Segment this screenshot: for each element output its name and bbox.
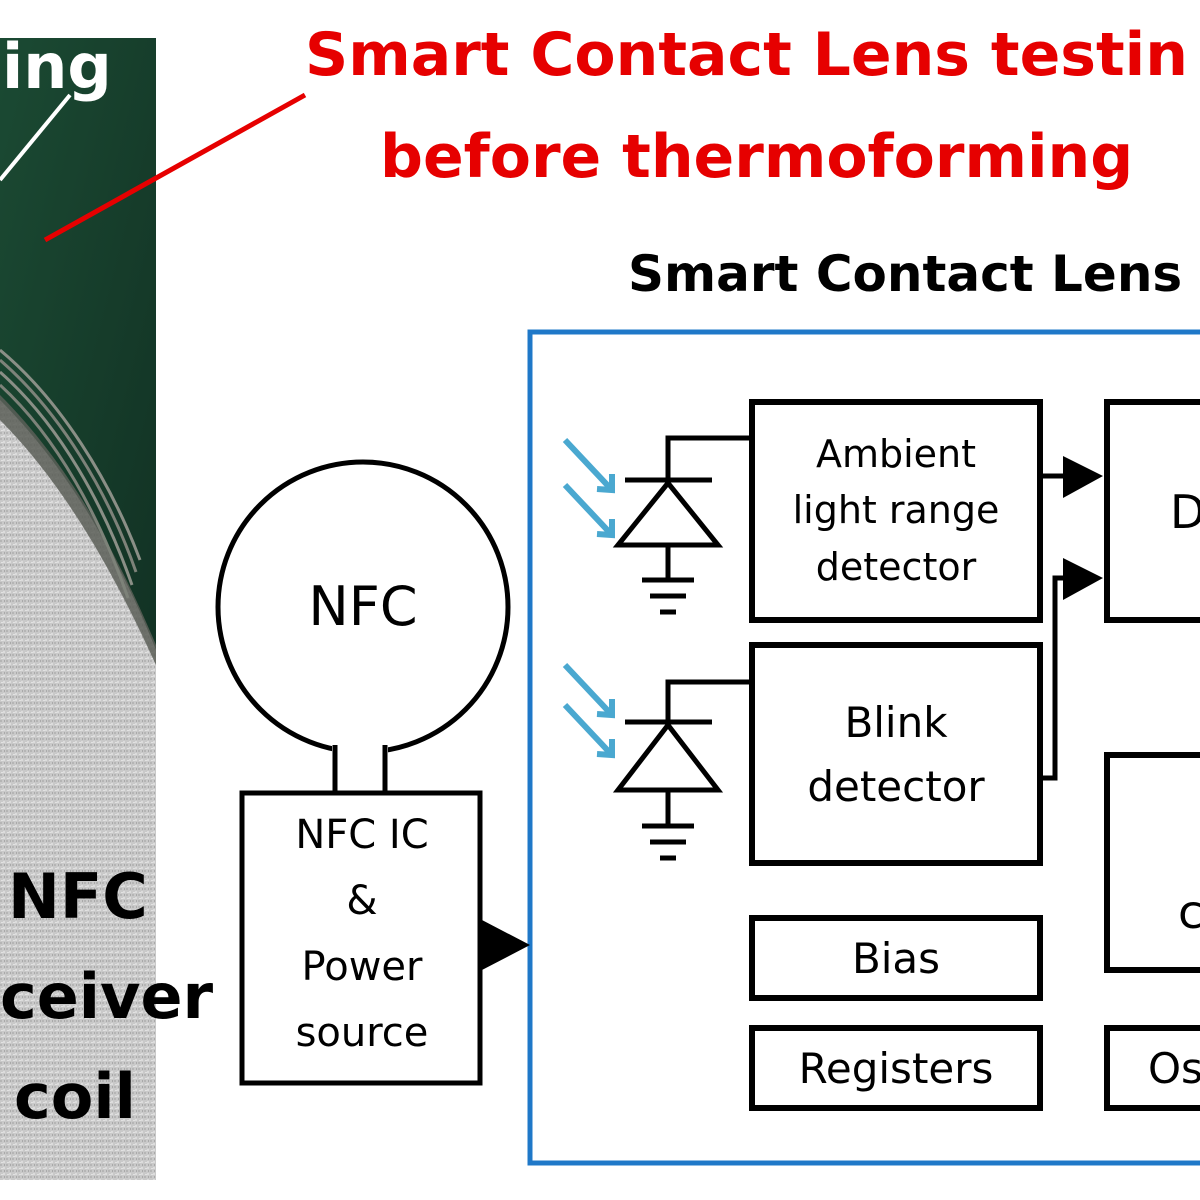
light-arrow-icon bbox=[562, 482, 615, 538]
photodiode-wire bbox=[665, 435, 752, 480]
smart-lens-frame bbox=[527, 329, 1200, 1166]
light-arrow-icon bbox=[562, 662, 615, 718]
photo-green-region bbox=[0, 38, 156, 650]
ambient-line-1: Ambient bbox=[815, 432, 977, 476]
nfc-ic-line-4: source bbox=[295, 1010, 429, 1056]
registers-label: Registers bbox=[798, 1044, 994, 1093]
nfc-ic-line-2: & bbox=[346, 878, 378, 924]
blink-line-1: Blink bbox=[844, 698, 948, 747]
bias-label: Bias bbox=[851, 934, 941, 983]
photo-coil-wire bbox=[0, 383, 130, 599]
nfc-ic-box bbox=[239, 790, 483, 1086]
light-arrow-head bbox=[596, 699, 615, 719]
annotation-line-2: before thermoforming bbox=[380, 122, 1134, 192]
annotation-pointer bbox=[43, 92, 307, 243]
nfc-ic-arrow bbox=[482, 920, 530, 970]
photo-coil-wire bbox=[0, 348, 142, 561]
photo-nfc-label: NFC bbox=[8, 860, 148, 933]
blink-line-2: detector bbox=[807, 762, 985, 811]
partial-block-middle-label: c bbox=[1178, 885, 1200, 939]
ambient-line-3: detector bbox=[815, 545, 977, 589]
partial-block-bottom bbox=[1104, 1025, 1200, 1111]
nfc-coil bbox=[215, 459, 511, 792]
annotation-line-1: Smart Contact Lens testin bbox=[305, 20, 1188, 90]
partial-block-middle bbox=[1104, 752, 1200, 973]
ambient-line-2: light range bbox=[792, 488, 1000, 532]
nfc-coil-label: NFC bbox=[308, 575, 418, 638]
blink-arrow bbox=[1063, 558, 1103, 600]
registers-box bbox=[749, 1025, 1043, 1111]
photodiode-blink bbox=[562, 662, 752, 861]
ambient-detector-box bbox=[749, 399, 1043, 623]
nfc-coil-gap bbox=[332, 742, 388, 772]
photo-receiver-label: ceiver bbox=[0, 960, 214, 1033]
partial-block-bottom-label: Os bbox=[1148, 1044, 1200, 1093]
photo-panel bbox=[0, 38, 156, 1180]
light-arrow-head bbox=[596, 474, 615, 494]
ambient-arrow bbox=[1063, 456, 1103, 498]
photo-pointer-line bbox=[0, 93, 72, 182]
diagram-title: Smart Contact Lens bbox=[628, 245, 1183, 303]
nfc-ic-line-1: NFC IC bbox=[295, 812, 429, 858]
light-arrow-icon bbox=[562, 702, 615, 758]
light-arrow-icon bbox=[562, 437, 615, 493]
photo-ring-label: ing bbox=[2, 30, 112, 103]
photo-coil-label: coil bbox=[14, 1060, 136, 1133]
partial-block-top-label: D bbox=[1170, 485, 1200, 539]
partial-block-top bbox=[1104, 399, 1200, 623]
light-arrow-head bbox=[596, 519, 615, 539]
photodiode-triangle bbox=[612, 720, 724, 793]
bias-box bbox=[749, 915, 1043, 1001]
photo-lens-edge bbox=[0, 395, 156, 665]
photodiode-triangle bbox=[612, 479, 724, 548]
blink-connector bbox=[1040, 575, 1068, 781]
nfc-ic-line-3: Power bbox=[301, 944, 423, 990]
photo-coil-wire bbox=[0, 370, 134, 586]
photo-coil-wire bbox=[0, 358, 138, 573]
photodiode-wire bbox=[665, 679, 752, 722]
blink-detector-box bbox=[749, 642, 1043, 866]
photodiode-ambient bbox=[562, 435, 752, 615]
light-arrow-head bbox=[596, 739, 615, 759]
